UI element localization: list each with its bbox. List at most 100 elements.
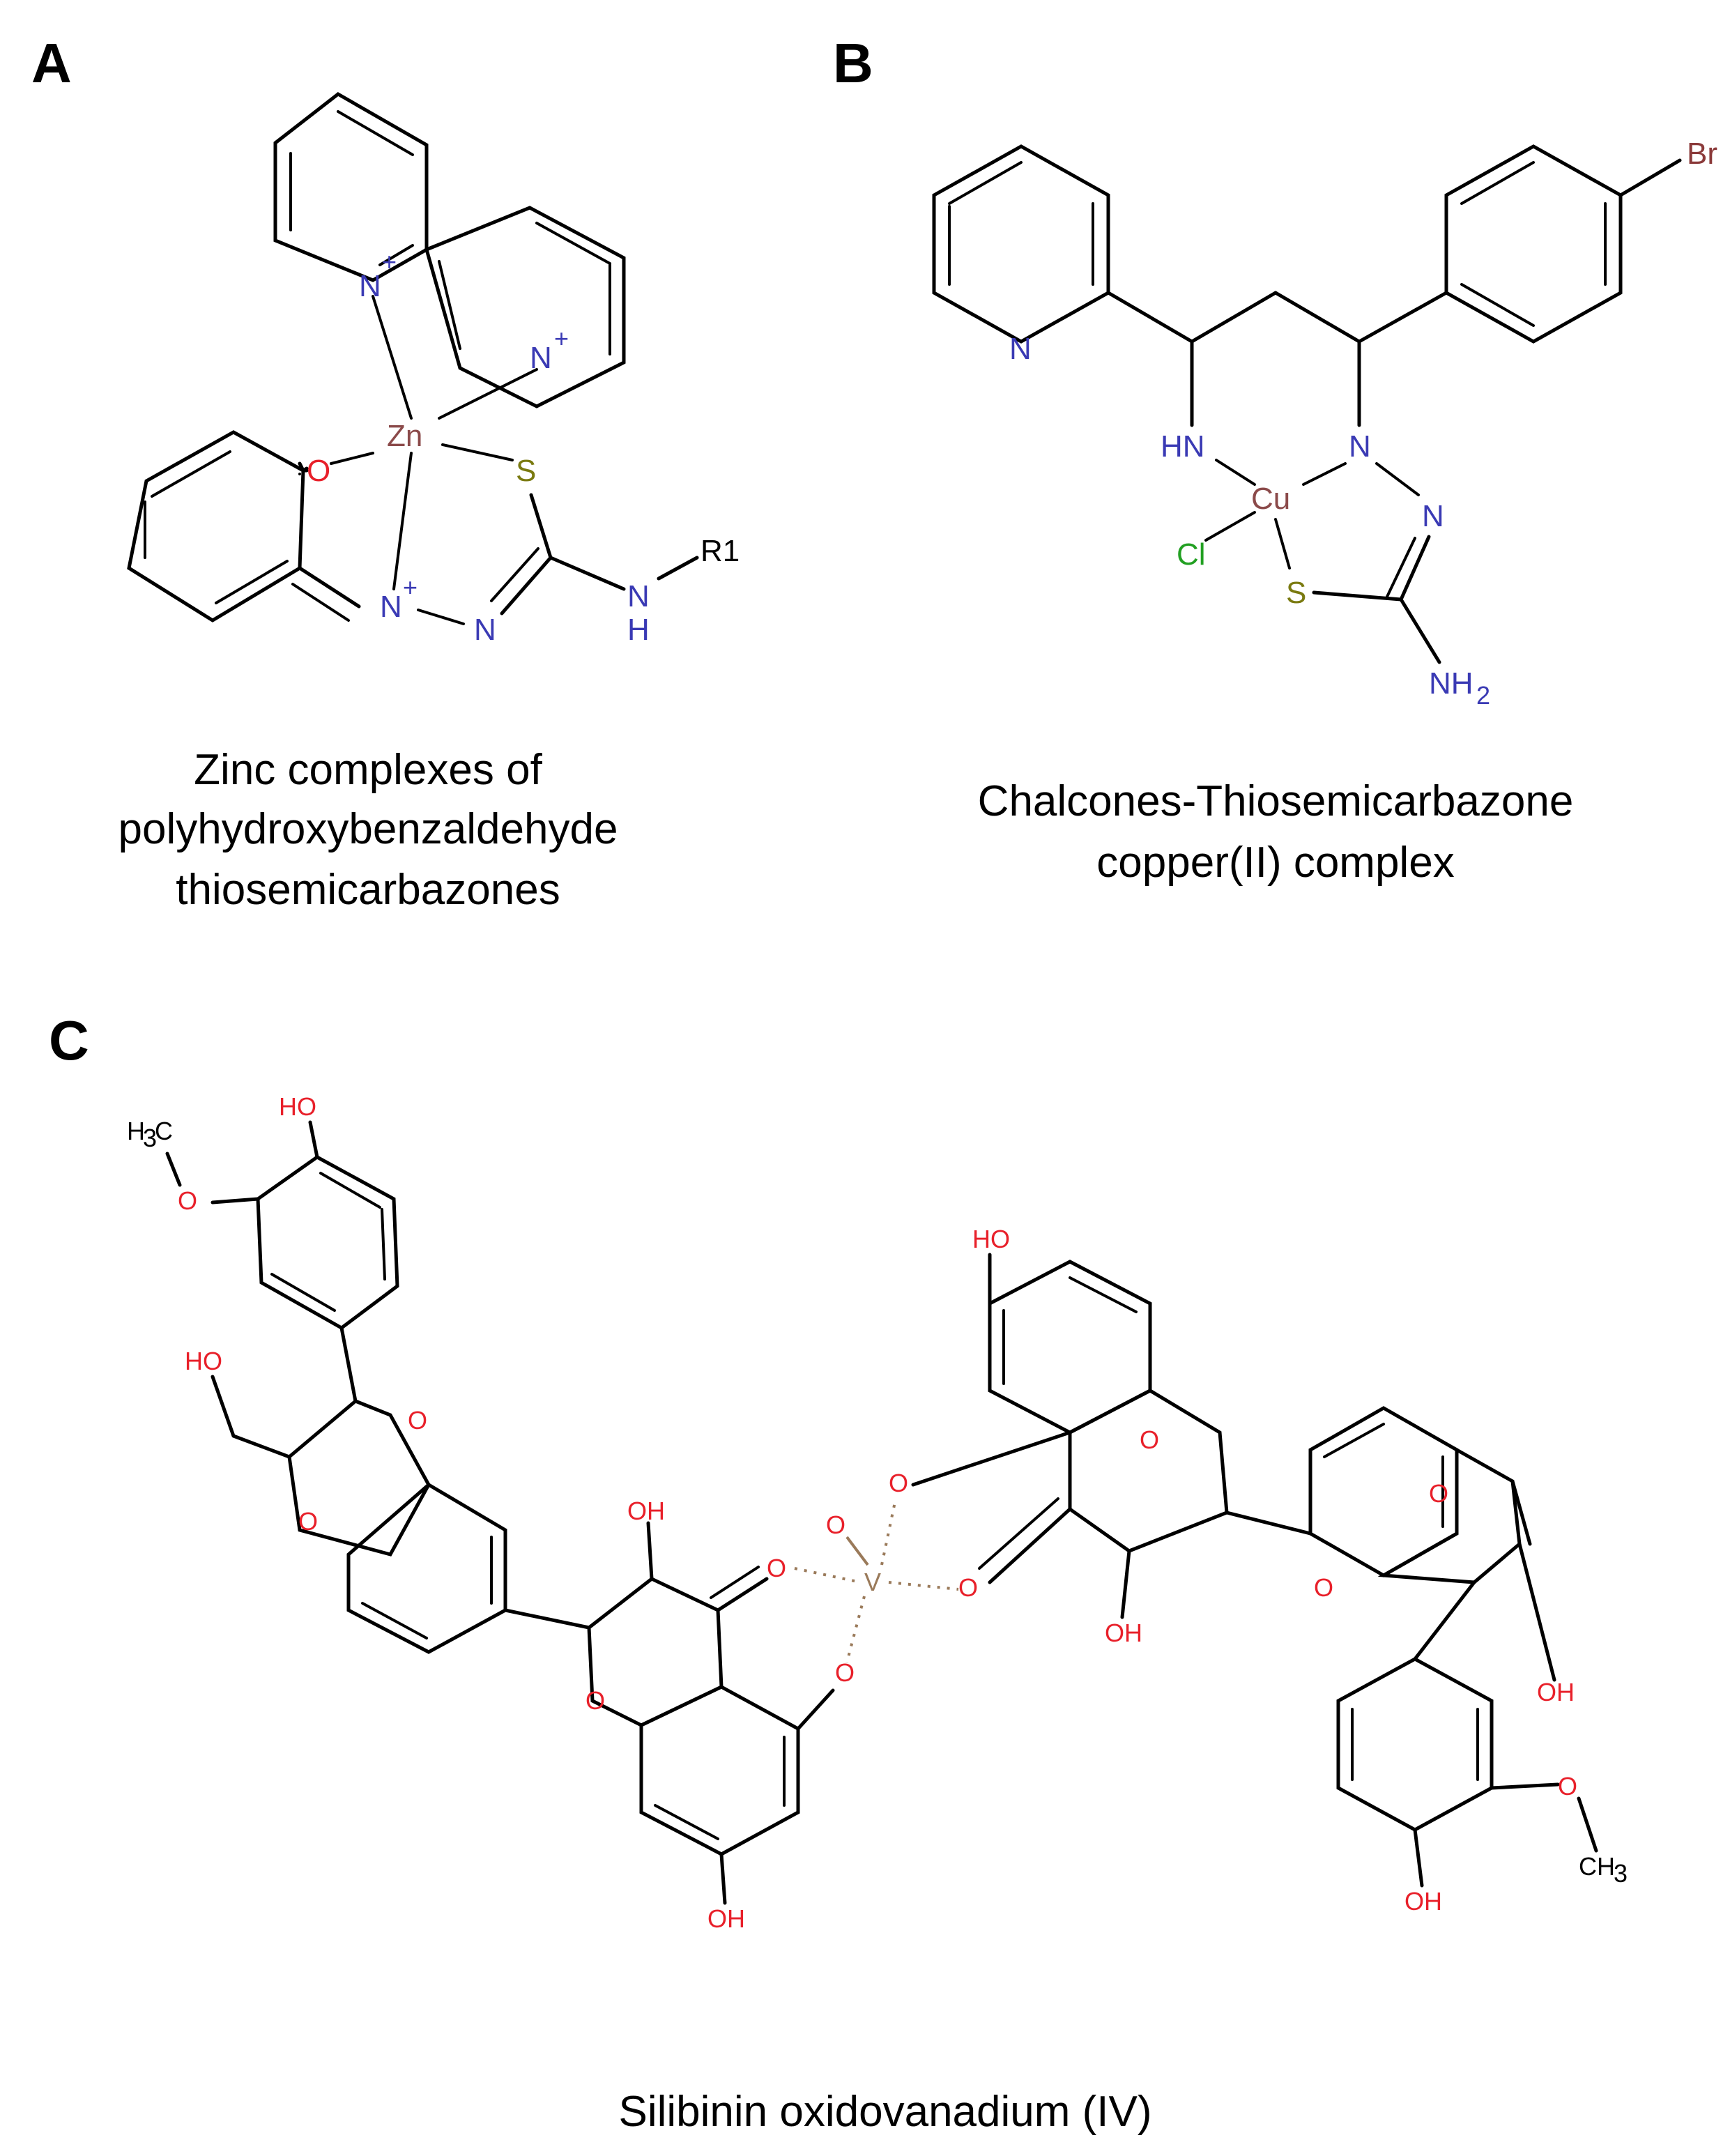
panel-b-caption-line-1: Chalcones-Thiosemicarbazone <box>978 777 1574 825</box>
atom-c-v: V <box>864 1568 881 1596</box>
bond-n-c <box>500 556 553 616</box>
atom-c-l-h3c-sub: 3 <box>143 1124 157 1152</box>
atom-a-n1: N <box>359 269 381 303</box>
atom-c-l-ho-2: HO <box>185 1347 222 1375</box>
atom-c-r-ch3: CH <box>1579 1852 1615 1881</box>
bond-c-l-ch2oh <box>210 1375 236 1438</box>
atom-a-zn: Zn <box>387 419 422 453</box>
bond-c-r-c3-oh <box>1120 1549 1131 1619</box>
atom-b-hn: HN <box>1161 429 1205 464</box>
bond-b-n-n <box>1375 462 1420 496</box>
bond-b-s-c <box>1312 590 1403 602</box>
panel-c-left-methoxyphenol <box>256 1155 399 1330</box>
atom-b-s: S <box>1286 576 1306 610</box>
panel-b: B N Br <box>833 32 1717 887</box>
bond-b-c4 <box>1357 291 1448 344</box>
atom-a-n2-charge: + <box>554 324 569 353</box>
bond-zn-n <box>392 452 413 590</box>
atom-b-n2: N <box>1422 499 1444 533</box>
bond-n-zn <box>372 295 413 420</box>
bond-c-v-o2 <box>845 1596 866 1663</box>
bond-c-v-o1 <box>794 1567 862 1584</box>
panel-a-right-pyridine <box>424 206 626 408</box>
atom-c-r-a-oh: HO <box>972 1225 1010 1253</box>
panel-b-pyridine <box>932 144 1110 344</box>
atom-b-nh2: NH <box>1429 666 1473 701</box>
atom-c-r-dx-o1: O <box>1429 1479 1448 1508</box>
panel-c-caption: Silibinin oxidovanadium (IV) <box>618 2088 1151 2136</box>
bond-n-n <box>417 609 465 625</box>
bond-c-l-aryl-c <box>339 1326 358 1403</box>
atom-a-n3-charge: + <box>403 573 418 602</box>
bond-c-r-oh <box>1413 1828 1424 1888</box>
atom-c-l-ho: HO <box>279 1092 316 1121</box>
bond-b-c1 <box>1106 291 1194 344</box>
bond-b-hn-cu <box>1215 459 1256 486</box>
bond-c-v-o3 <box>888 1581 959 1591</box>
panel-b-bromophenyl <box>1444 144 1623 344</box>
panel-a-upper-pyridine <box>273 91 429 282</box>
bond-b-br <box>1618 158 1682 197</box>
bond-c-v-oxo <box>845 1536 869 1566</box>
bond-c-r-dx <box>1510 1479 1532 1546</box>
bond-zn-o <box>330 452 374 465</box>
atom-a-s: S <box>516 454 536 488</box>
panel-b-caption-line-2: copper(II) complex <box>1096 839 1454 887</box>
atom-c-l-a-oh: OH <box>707 1904 745 1933</box>
bond-c-v-o4 <box>880 1498 897 1566</box>
bond-c-o <box>301 466 309 473</box>
bond-c-l-a-o <box>796 1688 835 1731</box>
atom-c-l-ring-o: O <box>585 1686 605 1715</box>
panel-a-caption-line-1: Zinc complexes of <box>194 746 542 794</box>
bond-c-l-oh <box>308 1120 319 1159</box>
atom-a-n1-charge: + <box>382 247 397 276</box>
bond-c-r-me <box>1577 1796 1598 1853</box>
bond-nh-r1 <box>657 556 699 581</box>
bond-c-l-c3-oh <box>646 1521 654 1581</box>
bond-b-c-nh2 <box>1399 597 1441 664</box>
atom-b-br: Br <box>1687 137 1717 171</box>
atom-c-r-dx-o2: O <box>1314 1573 1333 1602</box>
atom-c-r-c3-oh: OH <box>1105 1619 1142 1647</box>
bond-b-n-cu <box>1302 462 1347 486</box>
bond-c-r-c4-o <box>988 1507 1072 1584</box>
bond-n-zn-2 <box>438 368 538 420</box>
bond-c-s <box>529 493 553 560</box>
panel-b-letter: B <box>833 32 873 94</box>
bond-c-nh <box>549 556 626 591</box>
bond-c-r-ch2oh <box>1517 1542 1556 1682</box>
bond-c-l-me <box>165 1152 182 1187</box>
atom-b-npy: N <box>1009 332 1032 366</box>
bond-b-cu-s <box>1274 518 1291 569</box>
atom-b-cl: Cl <box>1177 537 1206 572</box>
atom-c-r-ch2oh: OH <box>1537 1678 1575 1706</box>
bond-c-r-aryl <box>1413 1580 1476 1661</box>
atom-a-h: H <box>627 613 650 647</box>
atom-c-r-a-o: O <box>889 1469 908 1497</box>
atom-c-l-c3-oh: OH <box>627 1497 665 1525</box>
atom-c-r-ch3-sub: 3 <box>1614 1859 1628 1888</box>
bond-c-l-a-oh <box>719 1852 727 1905</box>
atom-a-n2: N <box>530 341 552 375</box>
atom-c-v-oxo: O <box>826 1511 845 1539</box>
atom-a-n4: N <box>474 613 496 647</box>
bond-c-l-c4-o <box>716 1577 769 1612</box>
atom-c-l-ome-o: O <box>178 1186 197 1215</box>
bond-b-c2 <box>1190 291 1278 344</box>
panel-c-letter: C <box>49 1009 89 1071</box>
atom-c-l-dx-o2: O <box>298 1507 318 1536</box>
atom-c-r-oh: OH <box>1404 1887 1442 1916</box>
panel-a-letter: A <box>31 32 72 94</box>
bond-c-l-ome <box>210 1197 260 1205</box>
panel-a-caption-line-2: polyhydroxybenzaldehyde <box>118 805 618 853</box>
bond-ch-n <box>298 566 361 609</box>
atom-a-nh: N <box>627 579 650 613</box>
bond-b-n-c <box>1399 535 1431 602</box>
atom-c-r-c4-o: O <box>958 1573 978 1602</box>
atom-b-n1: N <box>1349 429 1371 464</box>
atom-c-l-dx-o1: O <box>408 1406 427 1435</box>
bond-c-l-link <box>503 1608 591 1630</box>
atom-a-r1: R1 <box>701 534 740 568</box>
bond-c-l-ch2 <box>231 1434 291 1459</box>
